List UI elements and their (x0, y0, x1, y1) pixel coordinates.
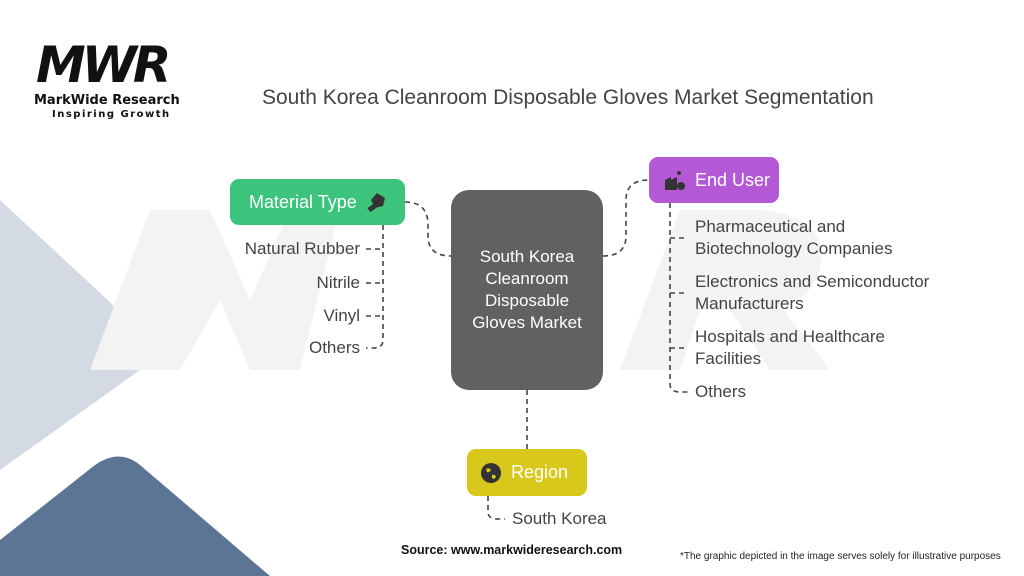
logo-mark: MWR (36, 36, 171, 94)
factory-gear-icon (665, 171, 685, 190)
material-type-node: Material Type (230, 179, 405, 225)
region-label: Region (511, 462, 569, 482)
list-item: Others (695, 382, 747, 401)
list-item: Natural Rubber (244, 239, 360, 258)
disclaimer-text: *The graphic depicted in the image serve… (680, 551, 1001, 562)
logo-tagline: Inspiring Growth (52, 109, 171, 120)
list-item: Hospitals and Healthcare Facilities (695, 327, 885, 368)
list-item: South Korea (512, 509, 607, 528)
glove-icon (367, 193, 385, 213)
source-text: Source: www.markwideresearch.com (401, 543, 623, 557)
end-user-label: End User (695, 169, 771, 190)
list-item: Others (308, 338, 360, 357)
center-label: South Korea Cleanroom Disposable Gloves … (472, 247, 582, 332)
end-user-node: End User (649, 157, 779, 203)
logo-name: MarkWide Research (34, 93, 180, 108)
region-node: Region (467, 449, 587, 496)
globe-icon (481, 462, 501, 483)
center-node: South Korea Cleanroom Disposable Gloves … (451, 190, 603, 390)
list-item: Nitrile (316, 273, 360, 292)
material-type-label: Material Type (249, 191, 357, 212)
page-title: South Korea Cleanroom Disposable Gloves … (262, 86, 874, 109)
watermark-shape (90, 210, 830, 370)
list-item: Electronics and Semiconductor Manufactur… (695, 272, 930, 313)
list-item: Pharmaceutical and Biotechnology Compani… (695, 217, 893, 258)
list-item: Vinyl (323, 306, 360, 325)
